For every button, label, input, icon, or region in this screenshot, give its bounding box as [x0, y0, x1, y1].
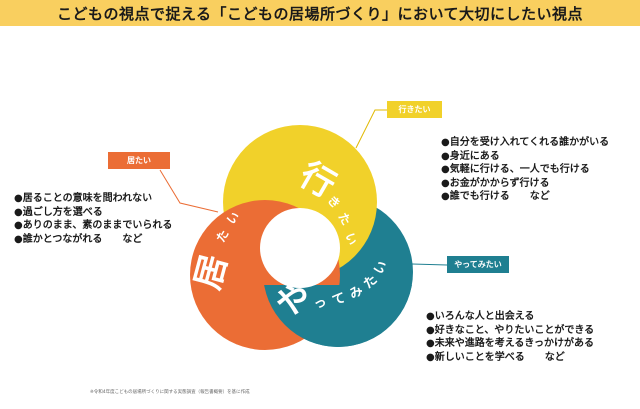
circle-yattemitai-small: っ: [312, 295, 328, 312]
circle-yattemitai-front: [264, 285, 412, 347]
list-item: 居ることの意味を問われない: [14, 192, 172, 206]
list-item: お金がかからず行ける: [441, 177, 609, 191]
label-itai-text: 居たい: [127, 156, 151, 165]
center-hole: [260, 208, 340, 288]
label-ikitai: 行きたい: [387, 101, 442, 118]
leader-line-itai: [159, 169, 219, 213]
leader-line-yattemitai: [411, 263, 448, 266]
label-yattemitai: やってみたい: [447, 256, 509, 273]
circle-yattemitai-small: み: [347, 283, 366, 302]
list-item: 好きなこと、やりたいことができる: [426, 324, 594, 338]
list-item: 過ごし方を選べる: [14, 206, 172, 220]
list-item: 誰でも行ける など: [441, 190, 609, 204]
title-bar: こどもの視点で捉える「こどもの居場所づくり」において大切にしたい視点: [0, 0, 640, 26]
list-item: 新しいことを学べる など: [426, 351, 594, 365]
yattemitai-list: いろんな人と出会える 好きなこと、やりたいことができる 未来や進路を考えるきっか…: [426, 310, 594, 364]
label-yattemitai-text: やってみたい: [454, 260, 502, 269]
list-item: 誰かとつながれる など: [14, 233, 172, 247]
list-item: 自分を受け入れてくれる誰かがいる: [441, 136, 609, 150]
circle-ikitai-small: い: [343, 231, 360, 246]
ikitai-list: 自分を受け入れてくれる誰かがいる 身近にある 気軽に行ける、一人でも行ける お金…: [441, 136, 609, 204]
list-item: 身近にある: [441, 150, 609, 164]
footnote: ※令和4年度こどもの居場所づくりに関する実態調査（報告書概要）を基に作成: [90, 390, 250, 395]
list-item: 気軽に行ける、一人でも行ける: [441, 163, 609, 177]
itai-list: 居ることの意味を問われない 過ごし方を選べる ありのまま、素のままでいられる 誰…: [14, 192, 173, 247]
list-item: いろんな人と出会える: [426, 310, 594, 324]
page-title: こどもの視点で捉える「こどもの居場所づくり」において大切にしたい視点: [56, 4, 584, 23]
label-ikitai-text: 行きたい: [398, 105, 431, 114]
list-item: 未来や進路を考えるきっかけがある: [426, 337, 594, 351]
list-item: ありのまま、素のままでいられる: [14, 219, 173, 233]
leader-line-ikitai: [355, 109, 387, 149]
circle-yattemitai-small: て: [330, 291, 347, 309]
label-itai: 居たい: [108, 152, 170, 169]
